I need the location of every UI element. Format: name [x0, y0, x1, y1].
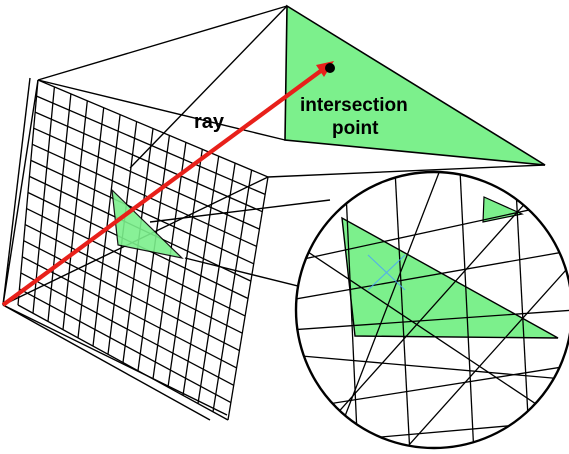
zoom-inset	[296, 172, 569, 448]
grid-row-line	[17, 304, 229, 421]
intersection-point-dot	[325, 63, 335, 73]
view-frustum	[2, 77, 269, 421]
zoomed-triangle	[341, 216, 559, 339]
zoomed-blue-edges	[367, 254, 406, 291]
ray-label: ray	[194, 111, 225, 133]
zoomed-neighbor-triangle	[482, 196, 524, 223]
grid-row-line	[22, 256, 237, 369]
intersection-label-line2: point	[332, 118, 379, 139]
grid-row-line	[32, 143, 257, 247]
grid-row-line	[19, 288, 232, 404]
grid-row-line	[34, 111, 263, 213]
intersection-label-line1: intersection	[300, 95, 408, 116]
grid-row-line	[23, 240, 240, 352]
grid-row-line	[30, 159, 254, 265]
grid-row-line	[20, 272, 235, 386]
large-triangle	[284, 4, 546, 166]
zoom-circle-border	[294, 170, 569, 450]
grid-row-line	[24, 224, 243, 334]
grid-row-line	[36, 95, 266, 195]
image-plane-grid	[17, 79, 269, 421]
small-triangle	[111, 188, 184, 259]
grid-row-line	[26, 208, 246, 317]
zoomed-grid-lines	[296, 172, 569, 448]
grid-row-line	[37, 79, 269, 178]
grid-row-line	[33, 127, 260, 230]
